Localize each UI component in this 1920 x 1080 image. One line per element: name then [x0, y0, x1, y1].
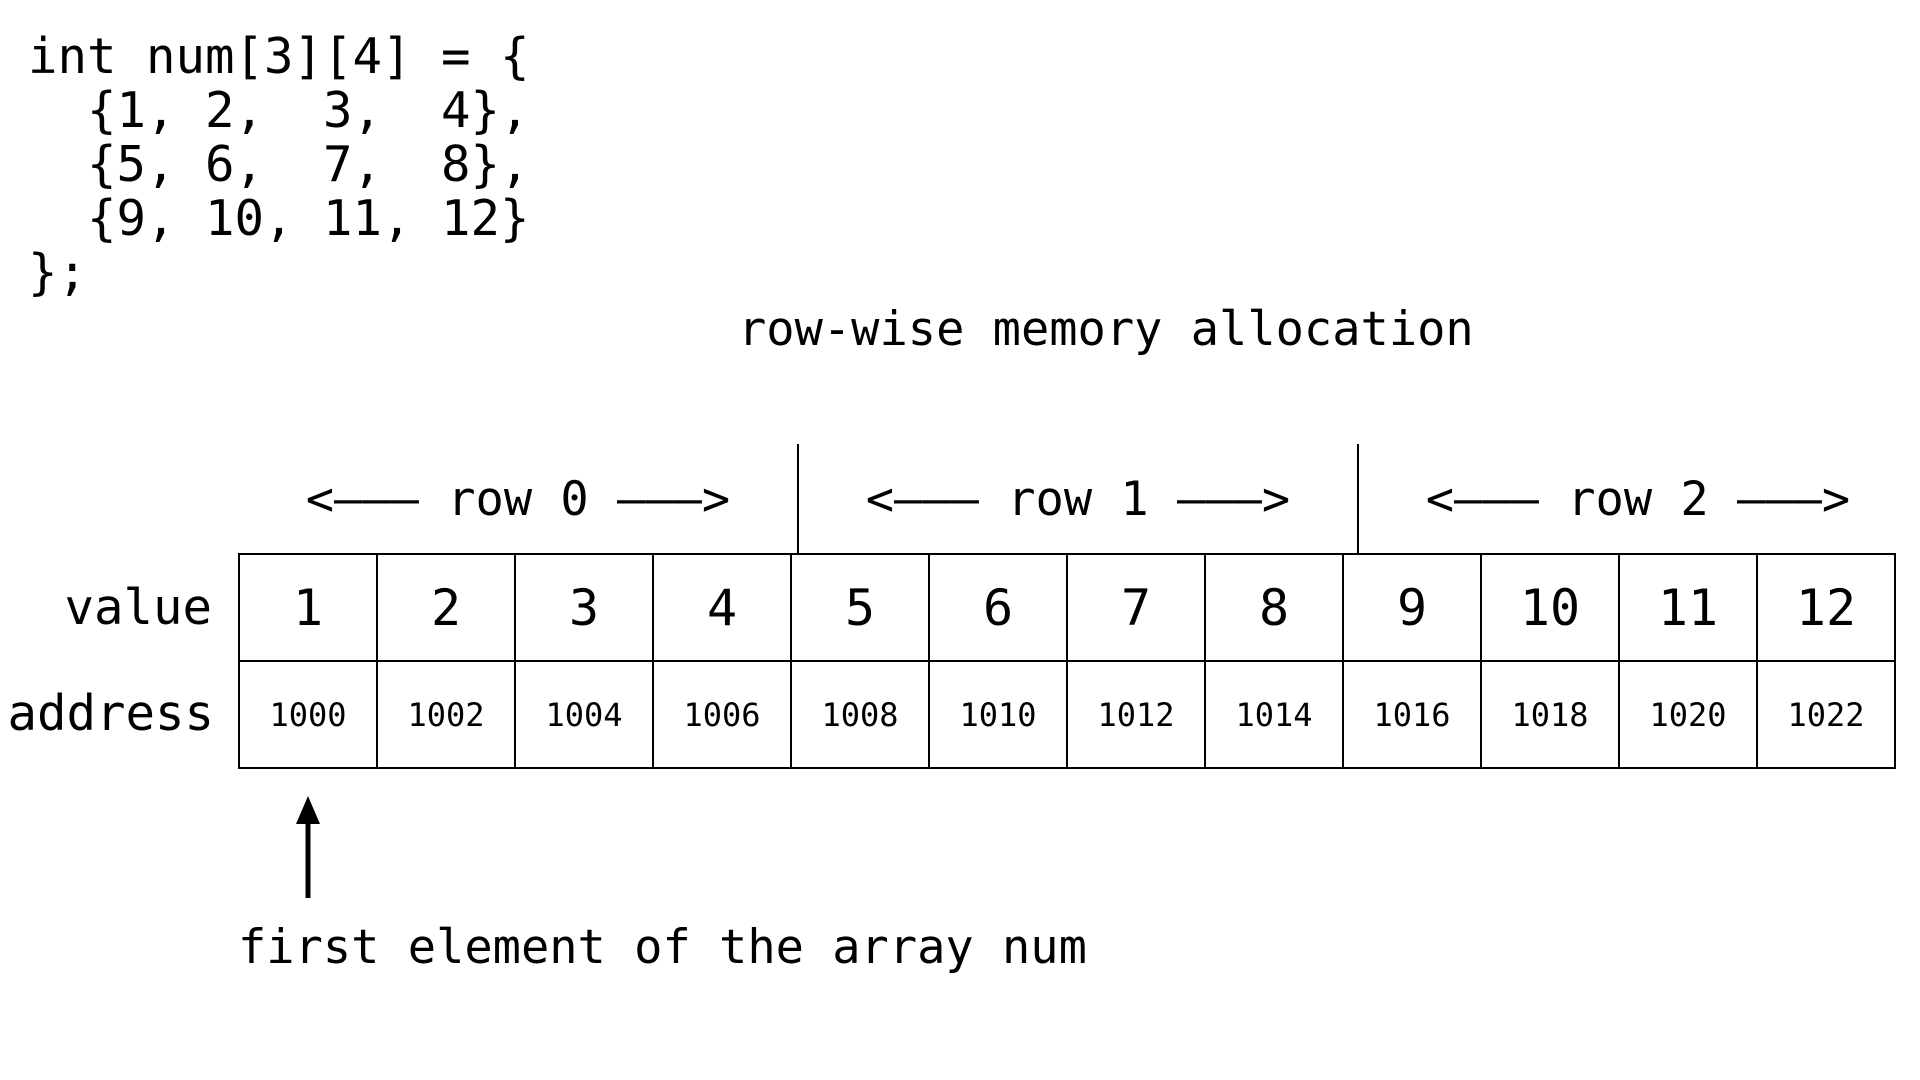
address-cell: 1002 [376, 660, 516, 769]
address-cell: 1014 [1204, 660, 1344, 769]
value-label: value [64, 579, 212, 636]
address-cell: 1006 [652, 660, 792, 769]
diagram-title: row-wise memory allocation [738, 302, 1474, 357]
address-cell: 1016 [1342, 660, 1482, 769]
address-cell: 1012 [1066, 660, 1206, 769]
code-line: }; [28, 244, 88, 301]
address-cell: 1008 [790, 660, 930, 769]
value-cell: 3 [514, 553, 654, 662]
row-label-1: <——— row 1 ———> [865, 471, 1291, 527]
value-cell: 10 [1480, 553, 1620, 662]
address-label: address [7, 685, 214, 742]
code-line: int num[3][4] = { [28, 28, 530, 85]
row-divider [797, 444, 799, 554]
code-line: {1, 2, 3, 4}, [28, 82, 530, 139]
value-cell: 7 [1066, 553, 1206, 662]
address-cell: 1020 [1618, 660, 1758, 769]
address-cell: 1000 [238, 660, 378, 769]
row-labels: <——— row 0 ———> <——— row 1 ———> <——— row… [238, 444, 1918, 554]
value-cell: 4 [652, 553, 792, 662]
value-row: 1 2 3 4 5 6 7 8 9 10 11 12 [238, 553, 1896, 662]
address-row: 1000 1002 1004 1006 1008 1010 1012 1014 … [238, 660, 1896, 769]
value-cell: 11 [1618, 553, 1758, 662]
value-cell: 5 [790, 553, 930, 662]
value-cell: 9 [1342, 553, 1482, 662]
value-cell: 2 [376, 553, 516, 662]
row-label-2: <——— row 2 ———> [1425, 471, 1851, 527]
address-cell: 1022 [1756, 660, 1896, 769]
row-label-0: <——— row 0 ———> [305, 471, 731, 527]
address-cell: 1018 [1480, 660, 1620, 769]
address-cell: 1004 [514, 660, 654, 769]
value-cell: 8 [1204, 553, 1344, 662]
value-cell: 12 [1756, 553, 1896, 662]
up-arrow-icon [296, 796, 320, 898]
value-cell: 6 [928, 553, 1068, 662]
address-cell: 1010 [928, 660, 1068, 769]
code-line: {5, 6, 7, 8}, [28, 136, 530, 193]
code-block: int num[3][4] = { {1, 2, 3, 4}, {5, 6, 7… [28, 30, 530, 300]
code-line: {9, 10, 11, 12} [28, 190, 530, 247]
row-divider [1357, 444, 1359, 554]
value-cell: 1 [238, 553, 378, 662]
memory-table: 1 2 3 4 5 6 7 8 9 10 11 12 1000 1002 100… [238, 553, 1896, 769]
caption: first element of the array num [238, 920, 1087, 975]
